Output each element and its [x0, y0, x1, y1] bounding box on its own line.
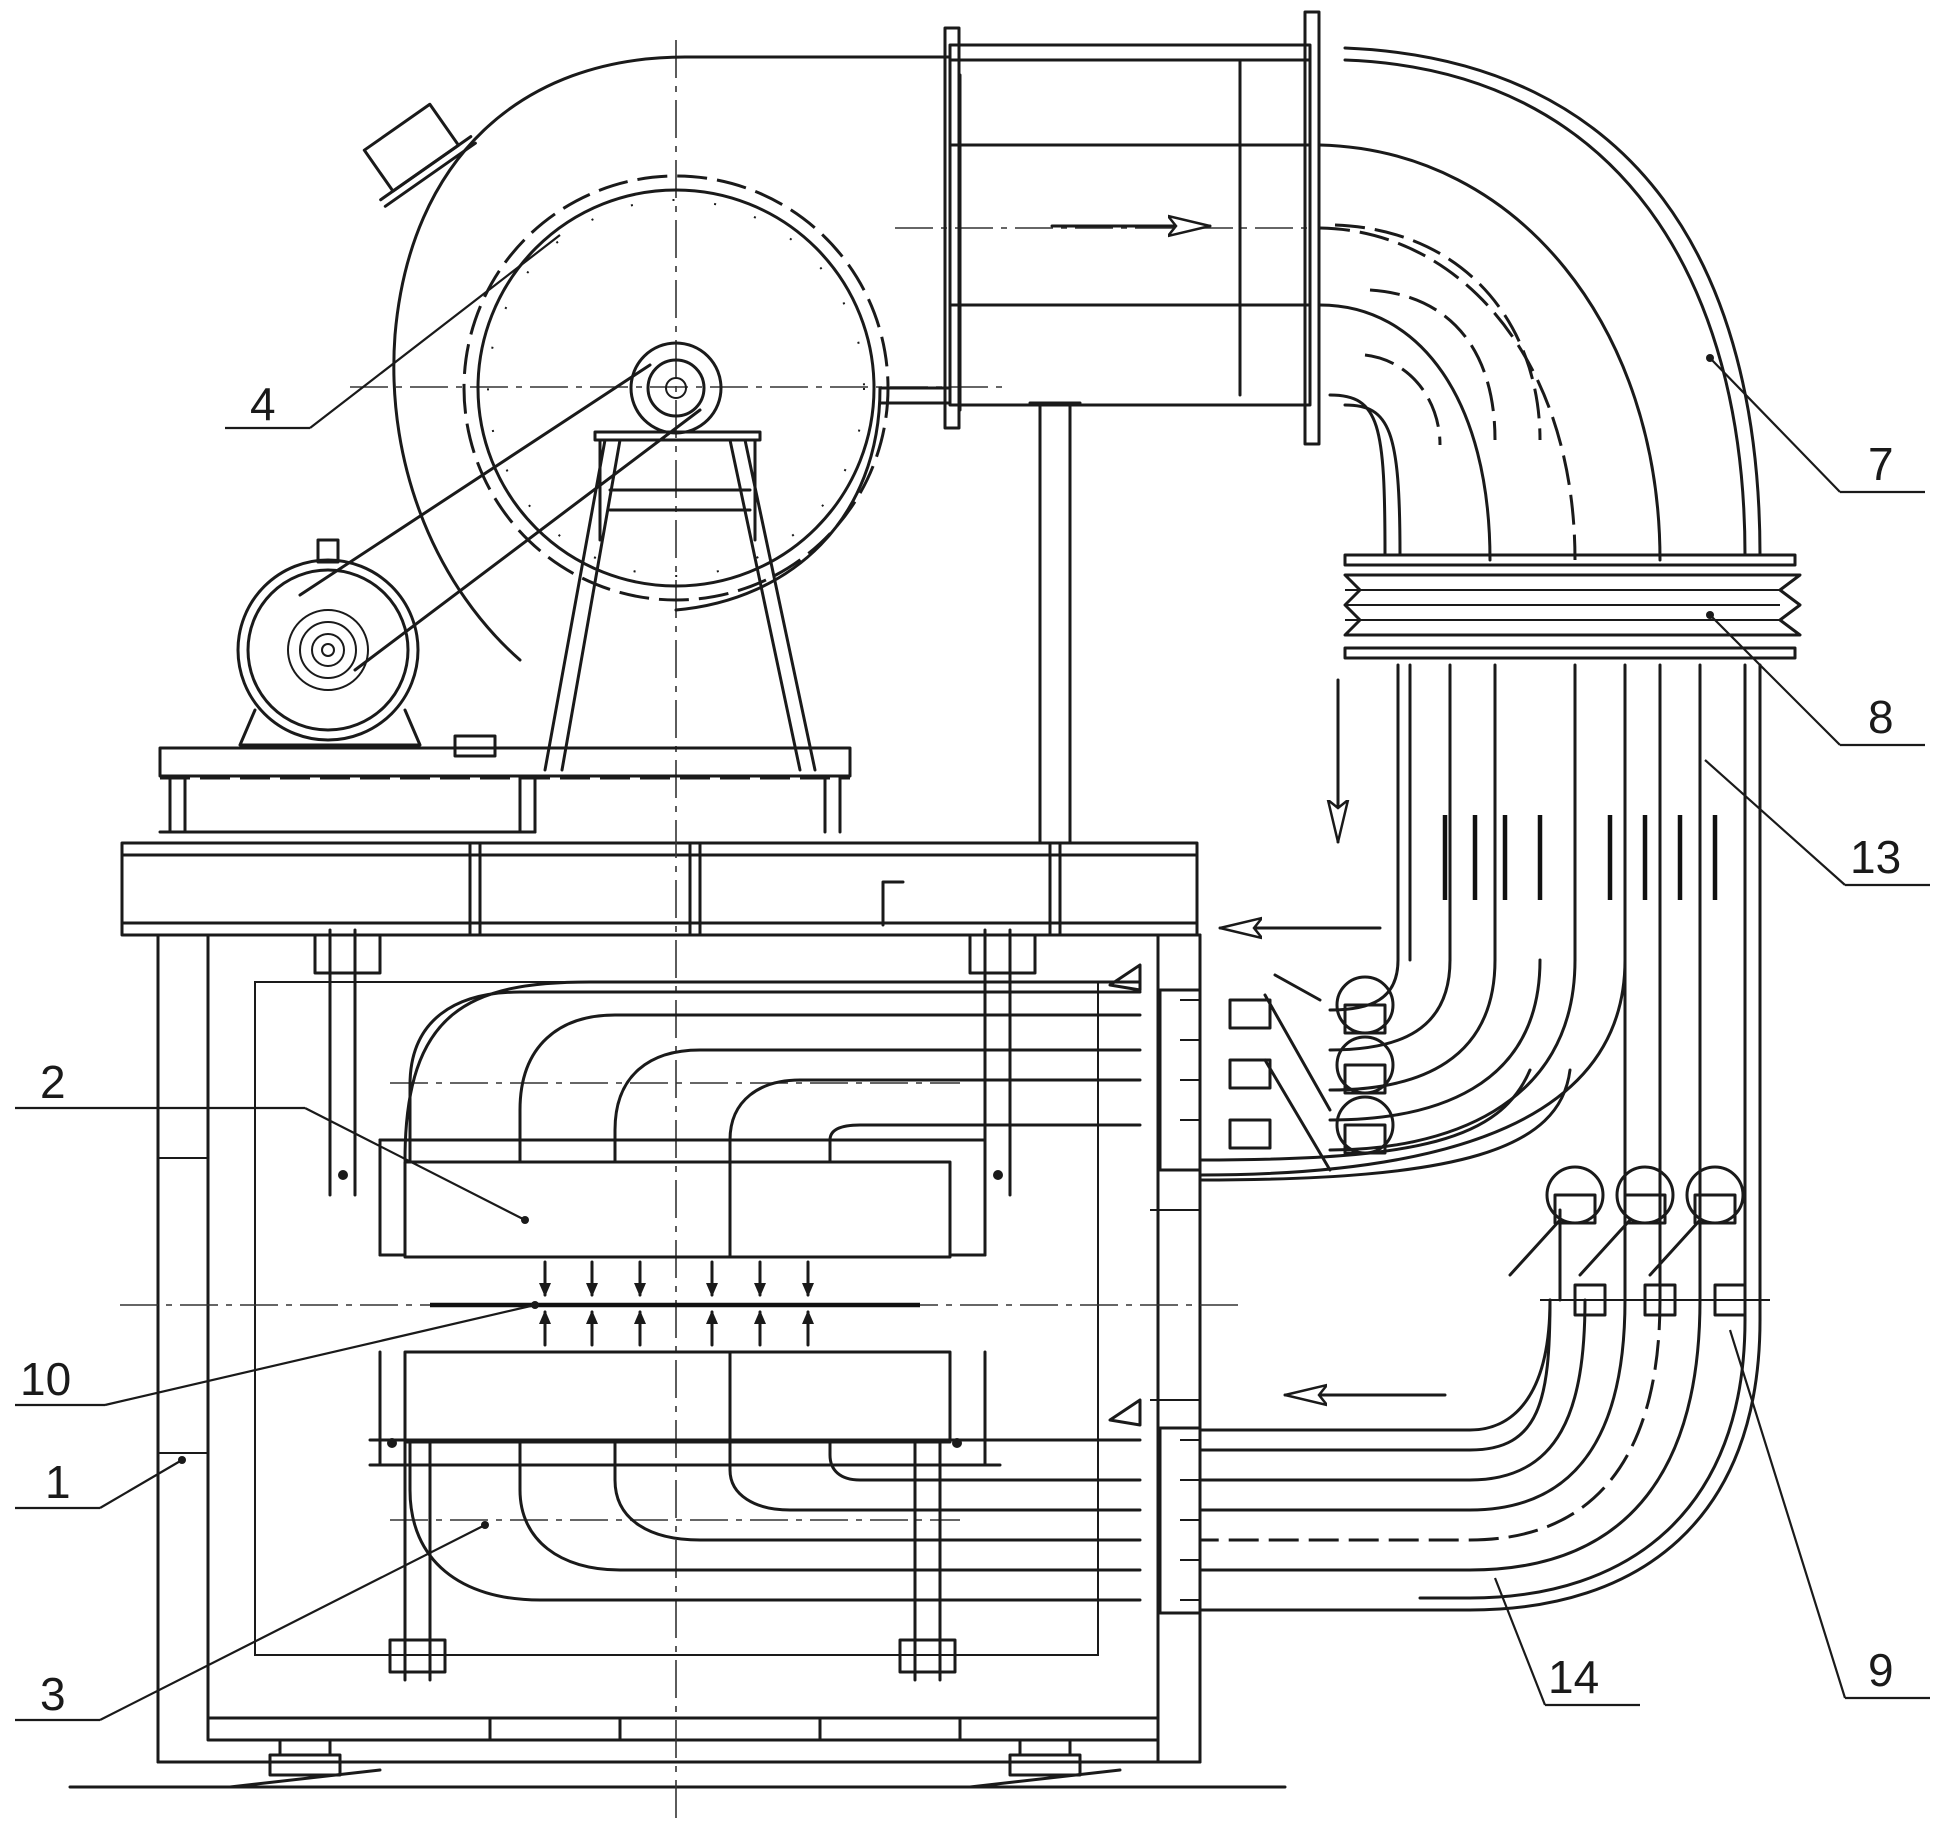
valve-set-lower	[1508, 1165, 1770, 1317]
label-4: 4	[250, 378, 276, 430]
callout-2: 2	[15, 1056, 529, 1224]
chamber-inner-details	[1108, 963, 1142, 1427]
label-13: 13	[1850, 831, 1901, 883]
connection-flanges	[1158, 988, 1202, 1615]
motor	[236, 538, 422, 747]
callout-7: 7	[1706, 354, 1925, 494]
callout-10: 10	[15, 1301, 539, 1407]
fan-support-frame	[298, 363, 817, 772]
label-3: 3	[40, 1668, 66, 1720]
valve-set-upper	[1228, 973, 1395, 1172]
base-foot-left	[228, 1738, 382, 1789]
elbow-duct	[1318, 46, 1762, 562]
outlet-duct	[943, 10, 1321, 446]
callout-1: 1	[15, 1456, 186, 1510]
label-9: 9	[1868, 1644, 1894, 1696]
label-1: 1	[45, 1456, 71, 1508]
callout-9: 9	[1728, 1329, 1930, 1700]
support-column	[1028, 401, 1082, 845]
upper-nozzle-box	[313, 928, 1142, 1259]
motor-base	[158, 734, 852, 834]
nozzle-jets	[430, 1260, 920, 1347]
lower-nozzle-box	[368, 1350, 1142, 1682]
center-lines	[120, 40, 1310, 1825]
callout-8: 8	[1706, 611, 1925, 747]
callout-4: 4	[225, 234, 561, 430]
callout-3: 3	[15, 1521, 489, 1722]
upper-manifold-pipes	[1198, 958, 1627, 1182]
fan-housing	[362, 55, 952, 662]
top-beam	[120, 841, 1199, 937]
callout-13: 13	[1704, 759, 1930, 887]
main-chamber	[156, 933, 1202, 1764]
base-foot-right	[968, 1738, 1122, 1789]
label-7: 7	[1868, 438, 1894, 490]
label-8: 8	[1868, 691, 1894, 743]
expansion-bellows	[1343, 553, 1802, 660]
label-10: 10	[20, 1353, 71, 1405]
callout-14: 14	[1493, 1577, 1640, 1707]
label-2: 2	[40, 1056, 66, 1108]
label-14: 14	[1548, 1651, 1599, 1703]
